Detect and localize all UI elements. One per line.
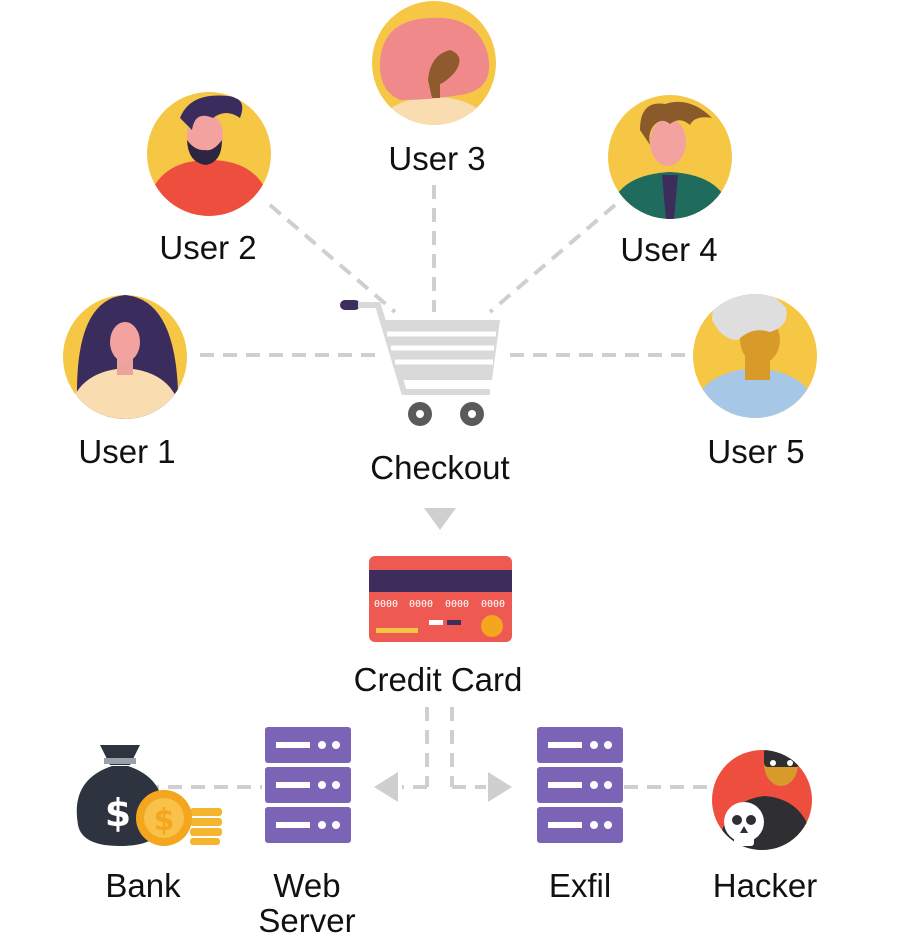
hacker-label: Hacker — [713, 867, 818, 904]
card-number-group-4: 0000 — [481, 599, 505, 610]
svg-text:$: $ — [105, 791, 131, 835]
user-5-avatar — [693, 294, 817, 418]
user-1-avatar — [63, 295, 187, 419]
svg-text:$: $ — [154, 803, 175, 838]
skull-icon — [724, 802, 764, 846]
arrow-down-icon — [424, 508, 456, 530]
user-3-avatar — [372, 1, 496, 125]
web-server-icon — [265, 727, 351, 843]
user-5-label: User 5 — [707, 433, 804, 470]
card-number-group-2: 0000 — [409, 599, 433, 610]
gold-coins-icon: $ — [136, 790, 222, 846]
connector-user4-checkout — [488, 203, 617, 314]
web-server-label-line2: Server — [258, 902, 355, 939]
credit-card-icon: 0000 0000 0000 0000 — [369, 556, 512, 642]
web-server-label-line1: Web — [273, 867, 340, 904]
user-2-avatar — [147, 92, 271, 216]
card-number-group-3: 0000 — [445, 599, 469, 610]
arrow-right-icon — [488, 772, 512, 802]
connector-user2-checkout — [268, 203, 397, 314]
user-1-label: User 1 — [78, 433, 175, 470]
user-2-label: User 2 — [159, 229, 256, 266]
bank-label: Bank — [105, 867, 181, 904]
exfil-label: Exfil — [549, 867, 611, 904]
user-3-label: User 3 — [388, 140, 485, 177]
user-4-avatar — [608, 95, 732, 219]
exfil-server-icon — [537, 727, 623, 843]
connectors — [145, 185, 715, 789]
credit-card-label: Credit Card — [354, 661, 523, 698]
checkout-label: Checkout — [370, 449, 509, 486]
card-number-group-1: 0000 — [374, 599, 398, 610]
shopping-cart-icon — [340, 300, 500, 426]
arrow-left-icon — [374, 772, 398, 802]
hacker-avatar — [712, 750, 812, 850]
user-4-label: User 4 — [620, 231, 717, 268]
